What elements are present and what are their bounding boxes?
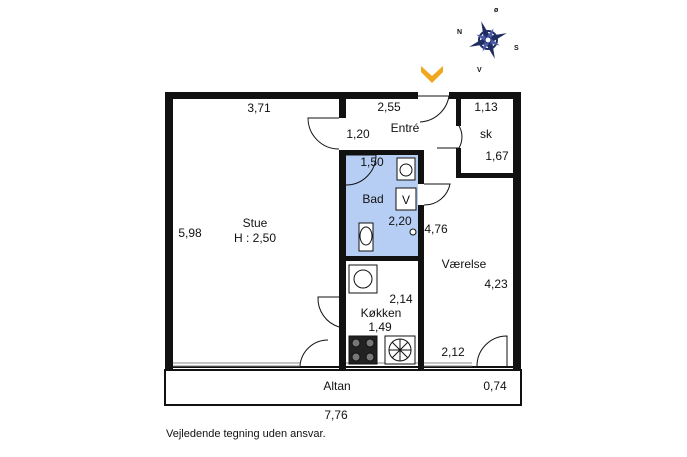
dim-kokken-top: 2,14 bbox=[389, 292, 413, 306]
svg-text:N: N bbox=[457, 29, 462, 36]
walls bbox=[165, 92, 521, 370]
dim-vaerelse-inner: 4,76 bbox=[424, 222, 448, 236]
washer-label: V bbox=[402, 193, 410, 207]
room-label-bad: Bad bbox=[362, 192, 383, 206]
svg-text:ø: ø bbox=[494, 7, 499, 14]
room-label-altan: Altan bbox=[323, 379, 350, 393]
dim-stue-top: 3,71 bbox=[247, 101, 271, 115]
balcony-windows bbox=[173, 362, 472, 367]
room-label-sk: sk bbox=[480, 127, 493, 141]
dim-stue-side: 5,98 bbox=[178, 226, 202, 240]
room-label-kokken: Køkken bbox=[361, 306, 402, 320]
dim-vaerelse-side: 4,23 bbox=[484, 277, 508, 291]
room-label-stue-height: H : 2,50 bbox=[234, 231, 276, 245]
dim-kokken-area: 1,49 bbox=[368, 320, 392, 334]
dim-vaerelse-bottom: 2,12 bbox=[441, 345, 465, 359]
dim-sk-top: 1,13 bbox=[474, 100, 498, 114]
dim-entre-side: 1,20 bbox=[346, 127, 370, 141]
svg-text:V: V bbox=[477, 67, 482, 74]
dim-entre-top: 2,55 bbox=[377, 100, 401, 114]
kitchen-fixtures bbox=[348, 264, 416, 365]
room-label-vaerelse: Værelse bbox=[442, 257, 487, 271]
room-label-entre: Entré bbox=[391, 121, 420, 135]
compass-rose-icon: ø N S V bbox=[457, 7, 519, 74]
dim-total-width: 7,76 bbox=[324, 408, 348, 422]
dim-bad-top: 1,50 bbox=[360, 155, 384, 169]
bathroom-fixtures bbox=[358, 157, 417, 252]
room-label-stue: Stue bbox=[243, 216, 268, 230]
door-swings bbox=[299, 95, 508, 367]
balcony bbox=[164, 366, 522, 406]
entrance-marker-icon bbox=[421, 66, 443, 83]
dim-bad-side: 2,20 bbox=[388, 214, 412, 228]
svg-text:S: S bbox=[514, 45, 519, 52]
dim-altan-side: 0,74 bbox=[483, 379, 507, 393]
dim-sk-side: 1,67 bbox=[485, 149, 509, 163]
disclaimer-text: Vejledende tegning uden ansvar. bbox=[166, 428, 326, 440]
